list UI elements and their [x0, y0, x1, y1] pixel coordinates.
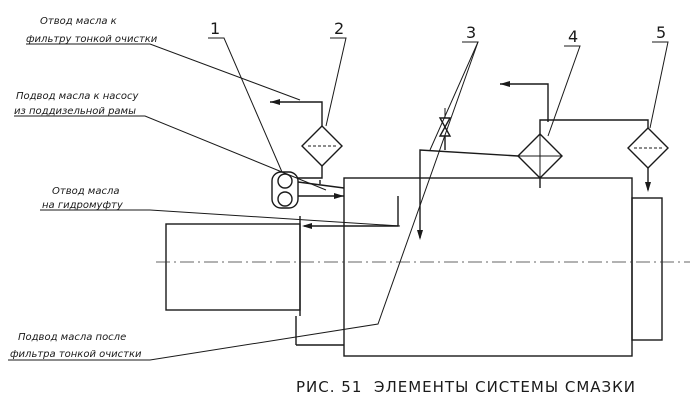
oil-pump	[271, 171, 299, 209]
callout-leaders	[208, 37, 669, 173]
leader-lines	[8, 41, 479, 361]
label-oil-out-filter-line1: Отвод масла к	[40, 16, 117, 27]
figure-number: РИС. 51	[296, 378, 362, 396]
filter-5	[627, 127, 669, 169]
label-oil-in-after-filter-line1: Подвод масла после	[18, 332, 126, 343]
callout-5: 5	[656, 23, 666, 42]
figure-title: ЭЛЕМЕНТЫ СИСТЕМЫ СМАЗКИ	[374, 378, 636, 396]
label-oil-out-filter-line2: фильтру тонкой очистки	[26, 34, 158, 45]
piping	[270, 81, 651, 240]
label-oil-out-coupling-line2: на гидромуфту	[42, 200, 124, 211]
generator-block	[165, 216, 301, 316]
callout-4: 4	[568, 27, 578, 46]
callout-1: 1	[210, 19, 220, 38]
filter-4	[517, 133, 563, 179]
valve	[438, 108, 452, 137]
label-oil-in-after-filter-line2: фильтра тонкой очистки	[10, 349, 142, 360]
label-oil-in-pump-line2: из поддизельной рамы	[14, 106, 136, 117]
filter-2	[301, 125, 343, 167]
right-flange-block	[631, 197, 663, 341]
callout-2: 2	[334, 19, 344, 38]
label-oil-in-pump-line1: Подвод масла к насосу	[16, 91, 140, 102]
label-oil-out-coupling-line1: Отвод масла	[52, 186, 120, 197]
callout-3: 3	[466, 23, 476, 42]
